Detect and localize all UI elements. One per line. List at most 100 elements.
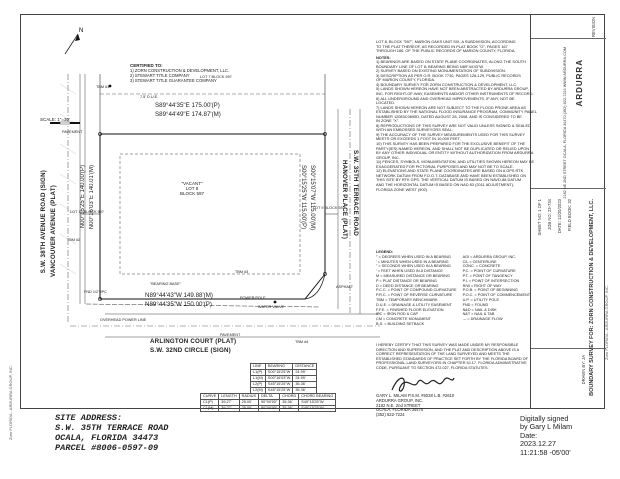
note-line: WITH AN EMBOSSED SURVEYORS SEAL. (376, 127, 453, 133)
lot-boundary-line (99, 133, 326, 300)
note-line: 9) THE ACCURACY OF THE SURVEY MEASUREMEN… (376, 131, 526, 137)
note-line: 5) LANDS SHOWN HEREON HAVE NOT BEEN ABST… (376, 86, 529, 92)
notes-panel: LOT 8, BLOCK "597", MARION OAKS UNIT SIX… (376, 39, 537, 192)
note-line: LOCATED. (376, 100, 396, 106)
legend-item: D.U.E. = DRAINAGE & UTILITY EASEMENT (376, 302, 452, 307)
note-line: NUMBER 12083C0690D, DATED AUGUST 28, 200… (376, 113, 522, 119)
legend-item: D = DEED DISTANCE OR BEARING (376, 283, 439, 288)
power-pole-marker (273, 300, 277, 304)
note-line: 11) FENCES, SYMBOLS, MONUMENTATION, AND … (376, 159, 535, 165)
legend-item: ' = FEET WHEN USED IN A DISTANCE (376, 269, 443, 274)
corner-monument-nw (98, 132, 102, 136)
corner-monument-sw (98, 297, 102, 301)
legend-item: P.R.C. = POINT OF REVERSE CURVATURE (376, 293, 453, 298)
lot-7-label: LOT 7 BLOCK 597 (200, 75, 232, 79)
note-line: 3) DESCRIPTION AS PER O.R. BOOK 7730, PA… (376, 72, 521, 78)
water-valve-label: WATER VALVE (258, 305, 285, 309)
survey-plan-drawing: N (50, 28, 380, 338)
south-line-plat-dimension: N89°44'35"W 150.00'(P) (145, 301, 212, 308)
note-line: PARTY(IES) NAMED HEREON, AND SHALL NOT B… (376, 145, 530, 151)
note-line: 8) REPRODUCTIONS OF THIS SURVEY ARE NOT … (376, 122, 531, 128)
legend-panel: LEGEND: ° = DEGREES WHEN USED IN A BEARI… (376, 250, 530, 327)
lot-9-label: LOT 9 BLOCK 597 (313, 206, 345, 210)
side-filename-text: Zorn FLORIDA - ARDURRA GROUP, INC. (8, 365, 13, 440)
tbm-label-2: TBM #2 (67, 238, 81, 242)
notes-heading: NOTES: (376, 54, 391, 60)
note-line: NETWORK DATUM FROM F.D.O.T. DATABASE AND… (376, 172, 527, 178)
legend-item: N&T = NAIL & TAB (462, 312, 495, 317)
note-line: AND THE HORIZONTAL DATUM IS BASED ON NAD… (376, 181, 515, 187)
surveyor-info: GARY L. MILAM P.S.M. #5038 L.B. #2610 AR… (376, 393, 455, 418)
title-drawn-cell: DRAWN BY: JA (581, 355, 586, 385)
note-line: 7) LANDS SHOWN HEREON ARE NOT SUBJECT TO… (376, 104, 526, 110)
building-setback-line (119, 153, 301, 275)
east-road-name-sign: S.W. 35TH TERRACE ROAD (352, 150, 359, 236)
east-line-measured-dimension: S00°15'07"W 115.00'(M) (309, 165, 315, 231)
west-line-plat-dimension: N00°15'25"E 140.00'(P) (80, 165, 86, 229)
legend-item: F.F.E. = FINISHED FLOOR ELEVATION (376, 307, 444, 312)
due-label: 7.5' D.U.E. (140, 95, 159, 99)
note-line: 4) BOUNDARY SURVEY FOR ZORN CONSTRUCTION… (376, 81, 518, 87)
legend-item: B.S. = BUILDING SETBACK (376, 321, 425, 326)
corner-monument-ne (323, 132, 327, 136)
legend-item: M = MEASURED DISTANCE OR BEARING (376, 273, 450, 278)
title-company-cell: ARDURRA 2182 NE 2ND STREET OCALA, FLORID… (531, 39, 606, 199)
note-line: 1) BEARINGS ARE BASED ON STATE PLANE COO… (376, 59, 526, 65)
south-line-measured-dimension: N89°44'43"W 149.88'(M) (145, 292, 213, 299)
scale-label: SCALE: 1"=30' (40, 117, 70, 122)
note-line: FLORIDA ZONE WEST (902). (376, 186, 429, 192)
legend-item: P.I. = POINT OF INTERSECTION (462, 278, 520, 283)
company-logo-text: ARDURRA (575, 59, 584, 107)
tbm-label-1: TBM #1 (96, 85, 110, 89)
description-line: LOT 8, BLOCK "597", MARION OAKS UNIT SIX… (376, 39, 516, 44)
note-line: INC. FOR RIGHT-OF-WAY, EASEMENTS AND/OR … (376, 91, 534, 97)
note-line: ESTABLISHED BY THE NATIONAL FLOOD INSURA… (376, 109, 537, 115)
scale-bar (50, 121, 80, 125)
legend-item: P.C.C. = POINT OF COMPOUND CURVATURE (376, 288, 457, 293)
west-road-name-sign: S.W. 38TH AVENUE ROAD (SIGN) (40, 170, 47, 274)
legend-item: FND = FOUND (462, 302, 489, 307)
tbm-marker (108, 84, 112, 88)
lot-label: "VACANT" LOT 8 BLOCK 597 (180, 181, 205, 196)
power-pole-label: POWER POLE (240, 296, 266, 300)
description-line: THROUGH 186, OF THE PUBLIC RECORDS OF MA… (376, 48, 516, 54)
legend-item: P = PLAT DISTANCE OR BEARING (376, 278, 437, 283)
notes-list: 1) BEARINGS ARE BASED ON STATE PLANE COO… (376, 59, 537, 192)
legend-item: P.C. = POINT OF CURVATURE (462, 269, 516, 274)
corner-monument-se (323, 272, 327, 276)
legend-item: IPC = IRON ROD & CAP (376, 312, 419, 317)
legend-item: ' = MINUTES WHEN USED IN A BEARING (376, 259, 449, 264)
note-line: GROUP, INC. (376, 154, 400, 160)
legend-left-column: ° = DEGREES WHEN USED IN A BEARING' = MI… (376, 255, 457, 327)
east-road-name-plat: HANOVER PLACE (PLAT) (341, 160, 348, 240)
digital-signature-text: Digitally signed by Gary L Milam Date: 2… (520, 414, 573, 457)
pavement-label-south: PAVEMENT (220, 333, 241, 337)
certified-to-heading: CERTIFIED TO: 1) ZORN CONSTRUCTION & DEV… (130, 63, 230, 83)
legend-item: CM = CONCRETE MONUMENT (376, 317, 431, 322)
legend-item: N&D = NAIL & DISK (462, 307, 497, 312)
legend-item: " = SECONDS WHEN USED IN A BEARING (376, 264, 451, 269)
title-revision-cell: REVISION (531, 14, 606, 39)
note-line: 6) ALL UNDERGROUND AND OVERHEAD IMPROVEM… (376, 95, 515, 101)
note-line: 10) THIS SURVEY HAS BEEN PREPARED FOR TH… (376, 141, 526, 147)
legend-item: TBM = TEMPORARY BENCHMARK (376, 297, 438, 302)
legend-item: P.T. = POINT OF TANGENCY (462, 273, 513, 278)
south-road-name-sign: S.W. 32ND CIRCLE (SIGN) (150, 347, 231, 354)
east-line-plat-dimension: S00°15'25"W 115.00'(P) (300, 165, 306, 230)
legend-item: U.P. = UTILITY POLE (462, 297, 500, 302)
north-line-plat-dimension: S89°44'35"E 175.00'(P) (155, 102, 220, 109)
site-address-block: SITE ADDRESS: S.W. 35TH TERRACE ROAD OCA… (55, 413, 169, 453)
note-line: THIS SITE BY RTK GPS. THE VERTICAL DATUM… (376, 177, 522, 183)
note-line: EXAGGERATED FOR PICTORIAL PURPOSES AND M… (376, 163, 514, 169)
legend-item: → = DRAINAGE FLOW (462, 317, 503, 322)
title-block: REVISION ARDURRA 2182 NE 2ND STREET OCAL… (530, 14, 606, 409)
overhead-power-line (85, 303, 321, 308)
certification-block: I HEREBY CERTIFY THAT THIS SURVEY WAS MA… (376, 343, 528, 370)
west-pavement-hatch (59, 83, 77, 275)
south-road-name-plat: ARLINGTON COURT (PLAT) (150, 338, 237, 345)
surveyor-signature-icon (391, 377, 455, 392)
note-line: BOUNDARY LINE OF LOT 8; BEARING BEING N8… (376, 63, 484, 69)
